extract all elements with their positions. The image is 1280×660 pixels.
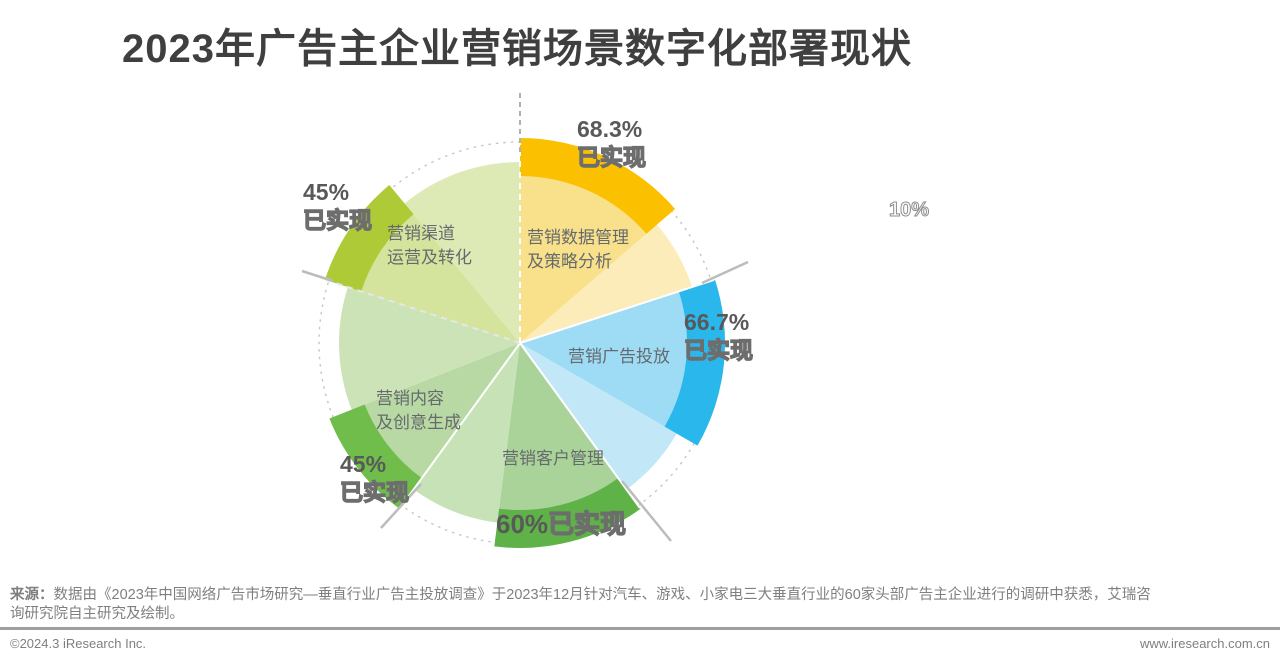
website-text: www.iresearch.com.cn <box>1139 636 1270 651</box>
pct-status: 已实现 <box>302 206 372 233</box>
segment-pct-data-management: 68.3% 已实现 <box>576 115 646 171</box>
extra-pct-label: 10% <box>888 199 930 222</box>
page-title: 2023年广告主企业营销场景数字化部署现状 <box>122 27 912 71</box>
segment-name-content-creation: 营销内容 及创意生成 <box>376 389 461 432</box>
segment-name-channel-operation: 营销渠道 运营及转化 <box>387 224 472 267</box>
copyright-text: ©2024.3 iResearch Inc. <box>10 636 147 651</box>
pct-value: 68.3% <box>577 116 643 142</box>
segment-name-ad-placement: 营销广告投放 <box>568 347 670 366</box>
segment-name-customer-management: 营销客户管理 <box>502 449 604 468</box>
segment-name-data-management: 营销数据管理 及策略分析 <box>527 228 629 271</box>
footer-divider <box>0 627 1280 630</box>
pct-status: 已实现 <box>576 143 646 170</box>
pct-value: 66.7% <box>684 309 750 335</box>
pct-value: 45% <box>340 451 387 477</box>
pct-status: 已实现 <box>339 478 409 505</box>
pct-value: 45% <box>303 179 350 205</box>
segment-pct-content-creation: 45% 已实现 <box>339 450 409 506</box>
footer-source: 来源：数据由《2023年中国网络广告市场研究—垂直行业广告主投放调查》于2023… <box>10 586 1272 624</box>
pct-status: 已实现 <box>683 336 753 363</box>
segment-pct-customer-management: 60%已实现 <box>496 508 627 539</box>
source-label: 来源： <box>10 587 54 603</box>
pct-value: 60% <box>496 509 549 539</box>
segment-pct-channel-operation: 45% 已实现 <box>302 178 372 234</box>
source-text: 数据由《2023年中国网络广告市场研究—垂直行业广告主投放调查》于2023年12… <box>10 587 1151 622</box>
pct-status: 已实现 <box>547 508 627 539</box>
segment-pct-ad-placement: 66.7% 已实现 <box>683 308 753 364</box>
